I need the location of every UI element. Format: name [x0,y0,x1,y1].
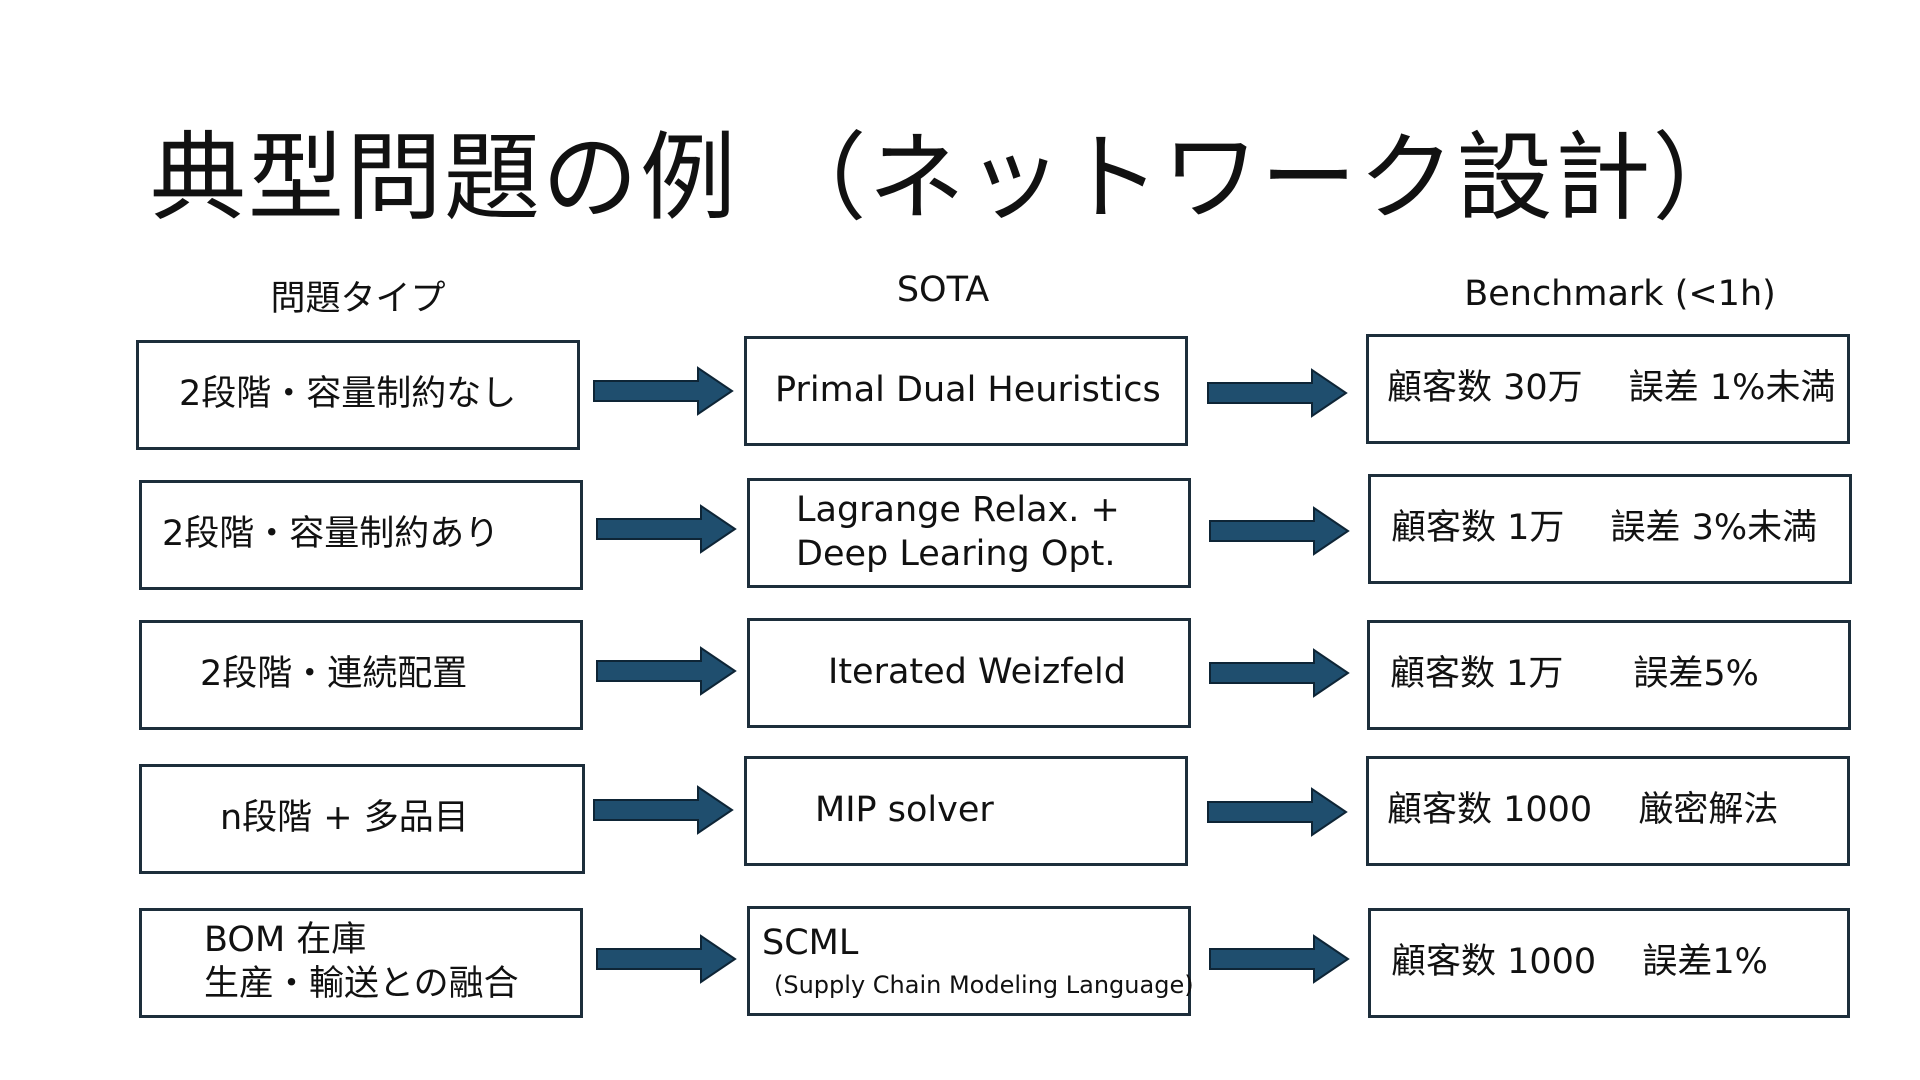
benchmark-label: 顧客数 1万 誤差 3%未満 [1391,508,1818,549]
arrow-right-icon [593,366,734,416]
benchmark-box-2: 顧客数 1万 誤差 3%未満 [1368,474,1852,584]
benchmark-label: 顧客数 1000 誤差1% [1391,942,1768,983]
header-benchmark: Benchmark (<1h) [1464,274,1776,314]
header-problem-type: 問題タイプ [270,279,446,319]
problem-label: 2段階・容量制約あり [162,514,500,555]
sota-label: Lagrange Relax. + [796,490,1120,531]
sota-box-1: Primal Dual Heuristics [744,336,1188,446]
sota-label: MIP solver [815,790,994,831]
header-sota: SOTA [896,270,990,310]
sota-label: Primal Dual Heuristics [775,370,1161,411]
sota-note: (Supply Chain Modeling Language) [774,970,1194,999]
sota-label: Iterated Weizfeld [828,652,1126,693]
benchmark-label: 顧客数 1000 厳密解法 [1387,790,1779,831]
benchmark-box-5: 顧客数 1000 誤差1% [1368,908,1850,1018]
arrow-right-icon [1207,368,1348,418]
sota-box-5: SCML (Supply Chain Modeling Language) [747,906,1194,1016]
problem-box-5: BOM 在庫 生産・輸送との融合 [139,908,583,1018]
arrow-right-icon [596,646,737,696]
sota-label: SCML [762,923,859,964]
benchmark-box-1: 顧客数 30万 誤差 1%未満 [1366,334,1850,444]
benchmark-label: 顧客数 30万 誤差 1%未満 [1387,368,1836,409]
slide-title: 典型問題の例 （ネットワーク設計） [150,122,1751,234]
benchmark-label: 顧客数 1万 誤差5% [1390,654,1759,695]
problem-box-2: 2段階・容量制約あり [139,480,583,590]
benchmark-box-4: 顧客数 1000 厳密解法 [1366,756,1850,866]
benchmark-box-3: 顧客数 1万 誤差5% [1367,620,1851,730]
problem-label: 2段階・連続配置 [200,654,468,695]
problem-box-4: n段階 + 多品目 [139,764,585,874]
problem-label: 2段階・容量制約なし [179,374,517,415]
arrow-right-icon [596,934,737,984]
sota-box-3: Iterated Weizfeld [747,618,1191,728]
sota-box-4: MIP solver [744,756,1188,866]
problem-label: BOM 在庫 [204,920,367,961]
problem-label: n段階 + 多品目 [220,798,469,839]
sota-label: Deep Learing Opt. [796,534,1116,574]
arrow-right-icon [1209,506,1350,556]
arrow-right-icon [1209,934,1350,984]
arrow-right-icon [593,785,734,835]
arrow-right-icon [1209,648,1350,698]
arrow-right-icon [1207,787,1348,837]
problem-label: 生産・輸送との融合 [204,964,519,1004]
problem-box-3: 2段階・連続配置 [139,620,583,730]
sota-box-2: Lagrange Relax. + Deep Learing Opt. [747,478,1191,588]
problem-box-1: 2段階・容量制約なし [136,340,580,450]
arrow-right-icon [596,504,737,554]
